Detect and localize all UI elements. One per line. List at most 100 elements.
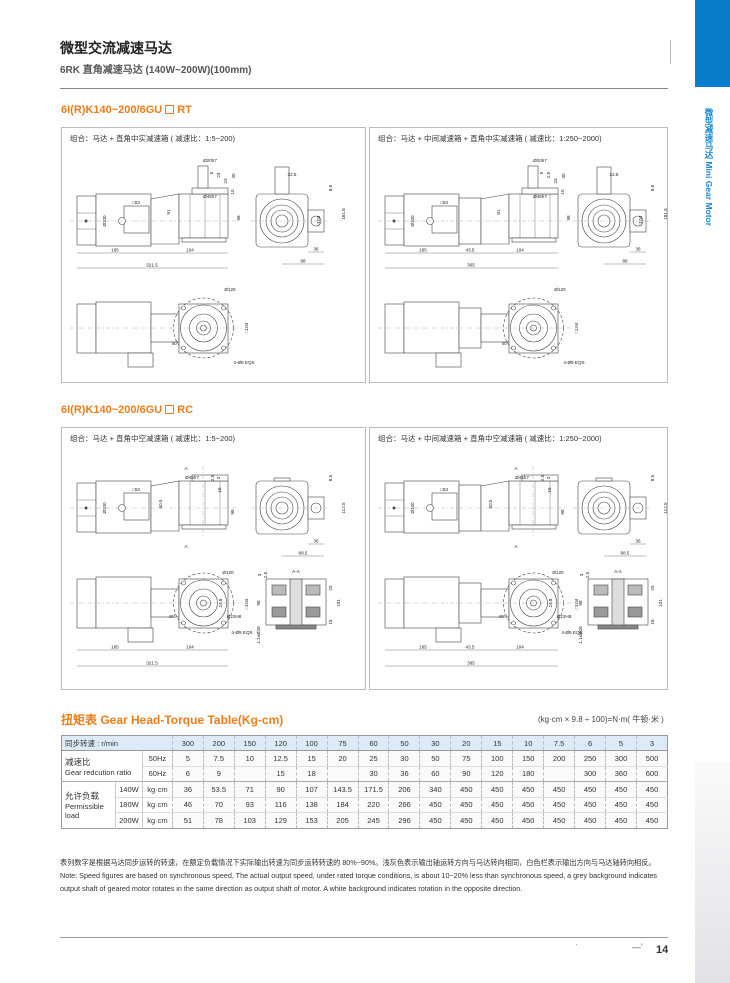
note-cn: 表列数字是根据马达同步运转的转速，在额定负载情况下实际输出转速为同步运转转速的 … <box>60 858 656 867</box>
dimension-label: 24 <box>216 172 221 178</box>
table-cell: 36 <box>171 781 204 797</box>
table-cell: 450 <box>543 812 575 828</box>
table-cell: 205 <box>326 812 359 828</box>
table-cell: 120 <box>481 765 513 782</box>
dimension-label: 5 <box>539 171 544 174</box>
table-cell: 15 <box>264 765 297 782</box>
dimension-label: 98 <box>560 509 565 515</box>
model-code: 6I(R)K140~200/6GU <box>61 104 163 116</box>
table-cell: 129 <box>264 812 297 828</box>
dimension-label: 24.8 <box>218 598 223 607</box>
speed-label: 同步转速 : r/min <box>61 735 173 751</box>
freq-cell: 50Hz <box>141 750 173 766</box>
pcd-circle <box>503 572 564 634</box>
table-cell: 107 <box>295 781 328 797</box>
dimension-label: □104 <box>574 322 579 333</box>
mount-hole <box>551 580 556 586</box>
speed-cell: 5 <box>605 735 637 751</box>
table-cell: 450 <box>635 812 668 828</box>
dimension-label: A-A <box>614 569 623 574</box>
dimension-label: □53 <box>440 487 448 492</box>
dimension-label: 321.5 <box>146 661 158 666</box>
gearbox-feet <box>511 237 557 243</box>
table-cell: 100 <box>481 750 513 766</box>
gear <box>627 606 643 618</box>
table-cell: 450 <box>605 812 637 828</box>
table-cell: 90 <box>450 765 482 782</box>
motor-rear-cap <box>384 303 405 354</box>
output-flange <box>521 474 559 482</box>
dimension-label: 165 <box>111 645 119 650</box>
dimension-label: Ø100 <box>410 502 415 514</box>
table-cell: 200 <box>543 750 575 766</box>
table-cell: 450 <box>481 781 513 797</box>
table-cell: 450 <box>635 781 668 797</box>
dimension-label: 5 <box>209 171 214 174</box>
right-angle-gearbox <box>508 193 559 239</box>
speed-cell: 20 <box>450 735 482 751</box>
output-shaft <box>527 165 539 189</box>
end-view-shaft <box>274 166 290 195</box>
table-cell: 296 <box>388 812 420 828</box>
footer-mark: —' <box>632 942 643 952</box>
mount-hole <box>221 580 226 586</box>
dimension-label: 365 <box>467 661 475 666</box>
dimension-label: 181.5 <box>663 208 668 220</box>
footer-mark: · <box>575 940 578 949</box>
dimension-label: Ø120 <box>222 570 234 575</box>
dimension-label: 16 <box>217 487 222 493</box>
terminal-box <box>431 492 458 521</box>
power-cell: 140W <box>114 781 143 797</box>
dimension-label: □53 <box>440 200 448 205</box>
dimension-label: 88 <box>622 259 628 264</box>
ratio-label-en: Gear redcution ratio <box>65 767 132 777</box>
right-angle-gearbox <box>178 193 229 239</box>
chapter-label: 微型减速马达 Mini Gear Motor <box>704 108 714 227</box>
page-subtitle: 6RK 直角减速马达 (140W~200W)(100mm) <box>60 65 252 76</box>
speed-cell: 15 <box>481 735 513 751</box>
table-cell: 50 <box>419 750 451 766</box>
dimension-label: 104 <box>186 248 194 253</box>
gearbox-adapter <box>150 193 180 245</box>
end-view-top <box>595 477 613 482</box>
panel-caption: 组合：马达 + 中间减速箱 + 直角中空减速箱 ( 减速比：1:250~2000… <box>378 434 602 443</box>
dimension-label: 2.5 <box>540 474 545 481</box>
dimension-label: 3 <box>257 573 262 576</box>
gearbox-adapter <box>150 588 180 618</box>
dimension-label: 101 <box>658 599 663 607</box>
speed-cell: 10 <box>512 735 544 751</box>
table-cell: 220 <box>357 796 389 813</box>
dimension-label: 104 <box>516 248 524 253</box>
table-cell: 71 <box>233 781 266 797</box>
speed-cell: 75 <box>326 735 359 751</box>
unit-conversion-note: (kg·cm × 9.8 ÷ 100)=N·m( 牛顿·米 ) <box>538 715 664 724</box>
table-cell: 143.5 <box>326 781 359 797</box>
table-cell: 30 <box>357 765 389 782</box>
dimension-label: Ø120 <box>224 287 236 292</box>
table-cell <box>543 765 575 782</box>
mount-hole <box>221 620 226 626</box>
dimension-label: □104 <box>638 215 643 226</box>
speed-cell: 200 <box>202 735 235 751</box>
dimension-label: 22.5 <box>288 172 297 177</box>
table-cell: 9 <box>202 765 235 782</box>
dimension-label: 8.5 <box>328 184 333 191</box>
table-cell: 340 <box>419 781 451 797</box>
table-cell: 6 <box>171 765 204 782</box>
table-cell: 75 <box>450 750 482 766</box>
divider <box>670 40 671 64</box>
dimension-label: 3 <box>216 476 221 479</box>
dimension-label: Ø45h7 <box>533 194 547 199</box>
table-cell: 184 <box>326 796 359 813</box>
load-label-en: Permissible load <box>65 801 104 820</box>
gearbox-feet <box>181 237 227 243</box>
hollow-shaft <box>611 578 625 628</box>
notes: 表列数字是根据马达同步运转的转速，在额定负载情况下实际输出转速为同步运转转速的 … <box>60 856 672 895</box>
freq-cell: 60Hz <box>141 765 173 782</box>
